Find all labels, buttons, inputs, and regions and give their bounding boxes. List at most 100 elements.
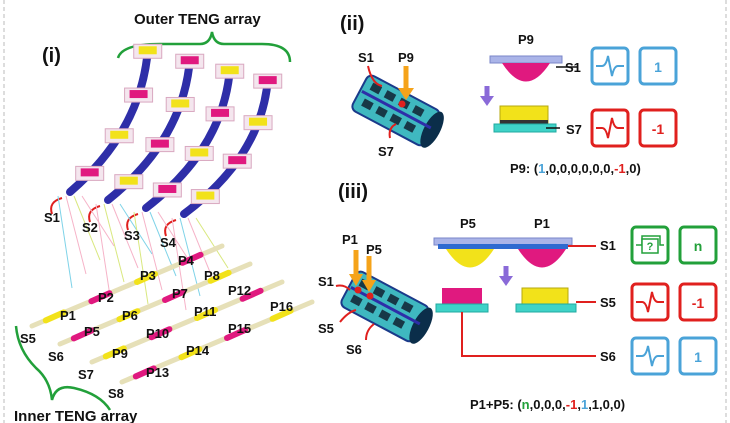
inner-pad	[179, 251, 204, 266]
tube-iii-s5: S5	[318, 321, 334, 336]
outer-pad	[129, 90, 148, 99]
device-ii-dome	[502, 63, 550, 82]
output-box-iii-s1	[678, 225, 718, 265]
unknown-box	[641, 238, 659, 254]
code-ii-v1: 1	[538, 161, 545, 176]
outer-label-s1: S1	[44, 210, 60, 225]
inner-pad	[116, 308, 141, 323]
lead-wire	[57, 195, 73, 289]
inner-pad	[88, 290, 113, 305]
tube-iii-press-arrowhead-p1	[349, 274, 363, 286]
panel-ii-label: (ii)	[340, 13, 364, 35]
outer-pad	[249, 117, 268, 126]
output-value-iii-s6: 1	[694, 349, 702, 365]
device-iii-top-plate	[433, 237, 573, 246]
inner-brace	[14, 325, 112, 411]
pad-label-p1: P1	[60, 308, 76, 323]
inner-pad	[269, 307, 294, 322]
pad-label-p6: P6	[122, 308, 138, 323]
lead-wire	[65, 195, 87, 275]
tube-iii	[340, 270, 433, 344]
inner-pad	[70, 327, 95, 342]
device-iii-magenta-block	[442, 288, 482, 306]
device-iii-right-base	[515, 303, 577, 313]
code-iii-neg: -1	[566, 397, 578, 412]
inner-label-s7: S7	[78, 367, 94, 382]
panel-i-label: (i)	[42, 45, 61, 67]
pad-label-p13: P13	[146, 365, 169, 380]
lead-wire	[95, 203, 111, 297]
output-value-s7: -1	[652, 121, 665, 137]
outer-signal-wire	[50, 197, 63, 215]
device-iii-top-strip	[438, 244, 568, 249]
device-ii-s1: S1	[565, 60, 581, 75]
signal-iii-s5-waveform	[636, 291, 664, 313]
lead-wire	[141, 211, 163, 291]
code-ii: P9: (1,0,0,0,0,0,0,-1,0)	[510, 161, 641, 176]
inner-strips	[29, 243, 315, 385]
inner-pad	[132, 365, 157, 380]
device-iii-left-base	[435, 303, 489, 313]
code-iii-one: 1	[581, 397, 588, 412]
lead-wire	[133, 211, 149, 305]
outer-pad	[196, 191, 215, 200]
outer-pad	[258, 76, 277, 85]
lead-wire	[157, 211, 191, 263]
code-iii-end: ,1,0,0)	[588, 397, 625, 412]
lead-wire	[119, 203, 153, 255]
code-ii-v2: -1	[614, 161, 626, 176]
code-ii-end: ,0)	[626, 161, 641, 176]
tube-iii-contact-a	[354, 286, 362, 294]
inner-label-s5: S5	[20, 331, 36, 346]
signal-s1-waveform	[596, 55, 624, 77]
outer-pad	[150, 139, 169, 148]
tube-ii-press-arrowhead	[398, 88, 414, 100]
tube-iii-contact-b	[366, 292, 374, 300]
outer-pad	[220, 66, 239, 75]
device-iii-move-arrowhead	[499, 276, 513, 286]
outer-pad	[158, 184, 177, 193]
pad-label-p5: P5	[84, 324, 100, 339]
device-iii-yellow-block	[521, 287, 569, 307]
tube-ii-contact	[398, 100, 406, 108]
device-iii-p5: P5	[460, 216, 476, 231]
tube-iii-wire-s1	[335, 284, 351, 291]
code-ii-prefix: P9: (	[510, 161, 539, 176]
tube-ii-s1: S1	[358, 50, 374, 65]
outer-bands	[50, 43, 283, 237]
inner-pad	[134, 271, 158, 285]
outer-signal-wire	[126, 213, 139, 231]
pad-label-p14: P14	[186, 343, 210, 358]
lead-wire	[81, 195, 115, 247]
outer-pad	[180, 56, 199, 65]
pad-label-p16: P16	[270, 299, 293, 314]
device-iii-s1: S1	[600, 238, 616, 253]
outer-label-s2: S2	[82, 220, 98, 235]
lead-wire	[103, 203, 125, 283]
device-ii-move-arrowhead	[480, 96, 494, 106]
pad-label-p9: P9	[112, 346, 128, 361]
code-iii-prefix: P1+P5: (	[470, 397, 522, 412]
device-iii-p1: P1	[534, 216, 550, 231]
signal-iii-s6-waveform	[636, 345, 664, 367]
inner-label-s6: S6	[48, 349, 64, 364]
signal-iii-s1-waveform	[636, 235, 664, 246]
device-iii-wire-s6	[461, 312, 596, 357]
output-value-iii-s5: -1	[692, 295, 705, 311]
pad-label-p2: P2	[98, 290, 114, 305]
tube-ii-wire-s1	[367, 65, 383, 87]
outer-label-s4: S4	[160, 235, 177, 250]
inner-pad	[207, 269, 232, 284]
inner-pad	[178, 346, 203, 361]
signal-s7-waveform	[596, 117, 624, 139]
lead-wire	[111, 203, 139, 269]
pad-label-p8: P8	[204, 268, 220, 283]
tube-iii-p1: P1	[342, 232, 358, 247]
outer-pad	[80, 168, 99, 177]
pad-label-p10: P10	[146, 326, 169, 341]
code-iii-mid1: ,0,0,0,	[530, 397, 566, 412]
device-iii-dome-magenta	[518, 249, 566, 268]
unknown-mark: ?	[647, 241, 654, 253]
pad-label-p12: P12	[228, 283, 251, 298]
